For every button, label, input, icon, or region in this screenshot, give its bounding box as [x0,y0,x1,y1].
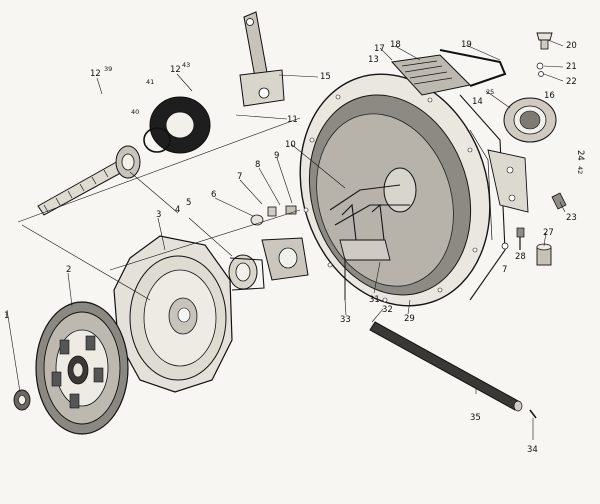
callout-35: 35 [470,413,481,423]
group-outline [17,117,301,301]
callout-11: 11 [287,115,298,125]
callout-19: 19 [461,40,472,50]
callout-24: 24 [575,150,585,161]
callout-12b: 12 [170,65,181,75]
side-bracket [487,149,529,213]
input-shaft [37,145,141,216]
callout-23: 23 [566,213,577,223]
callout-39: 39 [104,65,112,73]
release-bearing-ring [503,97,557,143]
callout-28: 28 [515,252,526,262]
callout-12a: 12 [90,69,101,79]
callout-5: 5 [186,198,191,208]
callout-33: 33 [340,315,351,325]
callout-7a: 7 [237,172,242,182]
pressure-plate [113,235,233,393]
callout-15: 15 [320,72,331,82]
sender-unit [551,192,567,210]
callout-40: 40 [131,108,139,116]
callout-21: 21 [566,62,577,72]
callout-14: 14 [472,97,483,107]
pilot-bearing [13,389,31,411]
callout-32: 32 [382,305,393,315]
callout-numbers: 1 2 3 4 5 6 7 8 9 10 11 12 39 41 40 12 4… [4,40,585,455]
callout-18: 18 [390,40,401,50]
callout-13: 13 [368,55,379,65]
callout-31: 31 [369,295,380,305]
callout-43: 43 [182,61,190,69]
callout-20: 20 [566,41,577,51]
leader-lines [6,39,566,440]
callout-22: 22 [566,77,577,87]
callout-34: 34 [527,445,538,455]
callout-2: 2 [66,265,71,275]
callout-27: 27 [543,228,554,238]
release-bearing [228,254,265,291]
bearing-carrier [261,237,309,281]
callout-25: 25 [486,88,494,96]
callout-6: 6 [211,190,216,200]
callout-4: 4 [175,205,180,215]
friction-plate-41 [143,96,211,154]
callout-41: 41 [146,78,154,86]
callout-1: 1 [4,311,9,321]
bushing [536,243,552,266]
callout-29: 29 [404,314,415,324]
cross-shaft [369,321,537,419]
callout-8: 8 [255,160,260,170]
release-lever [239,11,285,107]
bent-rod [439,49,507,87]
callout-17: 17 [374,44,385,54]
callout-9: 9 [274,151,279,161]
clutch-disc [35,301,129,435]
callout-16: 16 [544,91,555,101]
callout-42: 42 [576,166,584,174]
callout-10: 10 [285,140,296,150]
callout-3: 3 [156,210,161,220]
callout-7b: 7 [502,265,507,275]
knob-assembly [536,32,553,77]
